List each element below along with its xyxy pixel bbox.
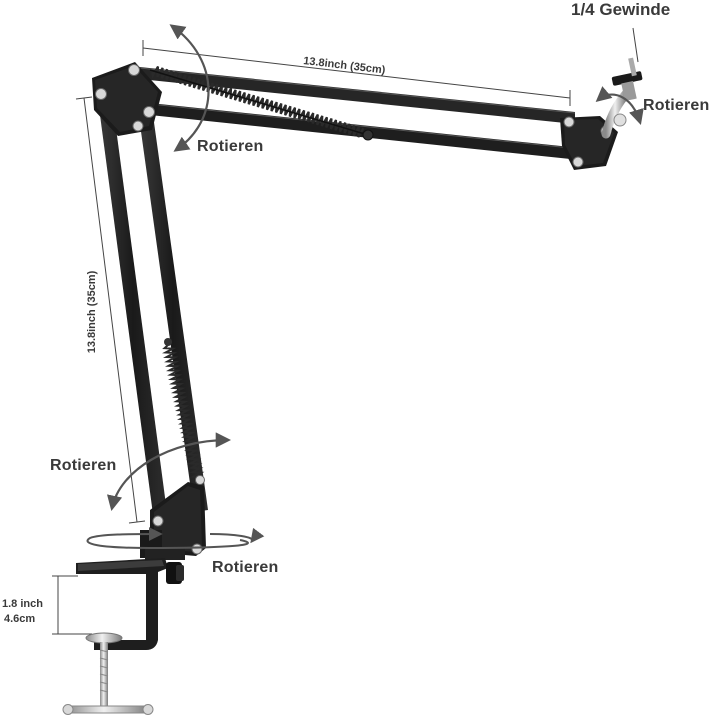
rotate-top-joint-label: Rotieren: [197, 138, 264, 155]
clamp-screw-icon: [100, 642, 108, 710]
thread-label: 1/4 Gewinde: [571, 0, 671, 19]
clamp-handle-icon: [65, 705, 151, 714]
clamp-dimension-line: [52, 575, 92, 635]
mic-mount-thread: [601, 27, 643, 139]
rotate-base-arrow: [86, 527, 265, 550]
rotate-lower-joint-arrow: [107, 432, 232, 512]
vertical-arm: [98, 98, 208, 522]
rotate-mount-label: Rotieren: [643, 97, 710, 114]
desk-clamp: [62, 558, 184, 715]
rotate-top-joint-arrow: [169, 24, 210, 152]
horizontal-dimension-line: [142, 40, 571, 106]
rotate-mount-arrow: [595, 86, 644, 125]
top-elbow-joint: [92, 62, 162, 136]
clamp-size-cm-label: 4.6cm: [4, 613, 36, 625]
clamp-size-inch-label: 1.8 inch: [2, 598, 43, 610]
vertical-length-label: 13.8inch (35cm): [86, 270, 98, 354]
horizontal-spring: [149, 66, 374, 141]
rotate-lower-joint-label: Rotieren: [50, 457, 117, 474]
rotate-base-label: Rotieren: [212, 559, 279, 576]
